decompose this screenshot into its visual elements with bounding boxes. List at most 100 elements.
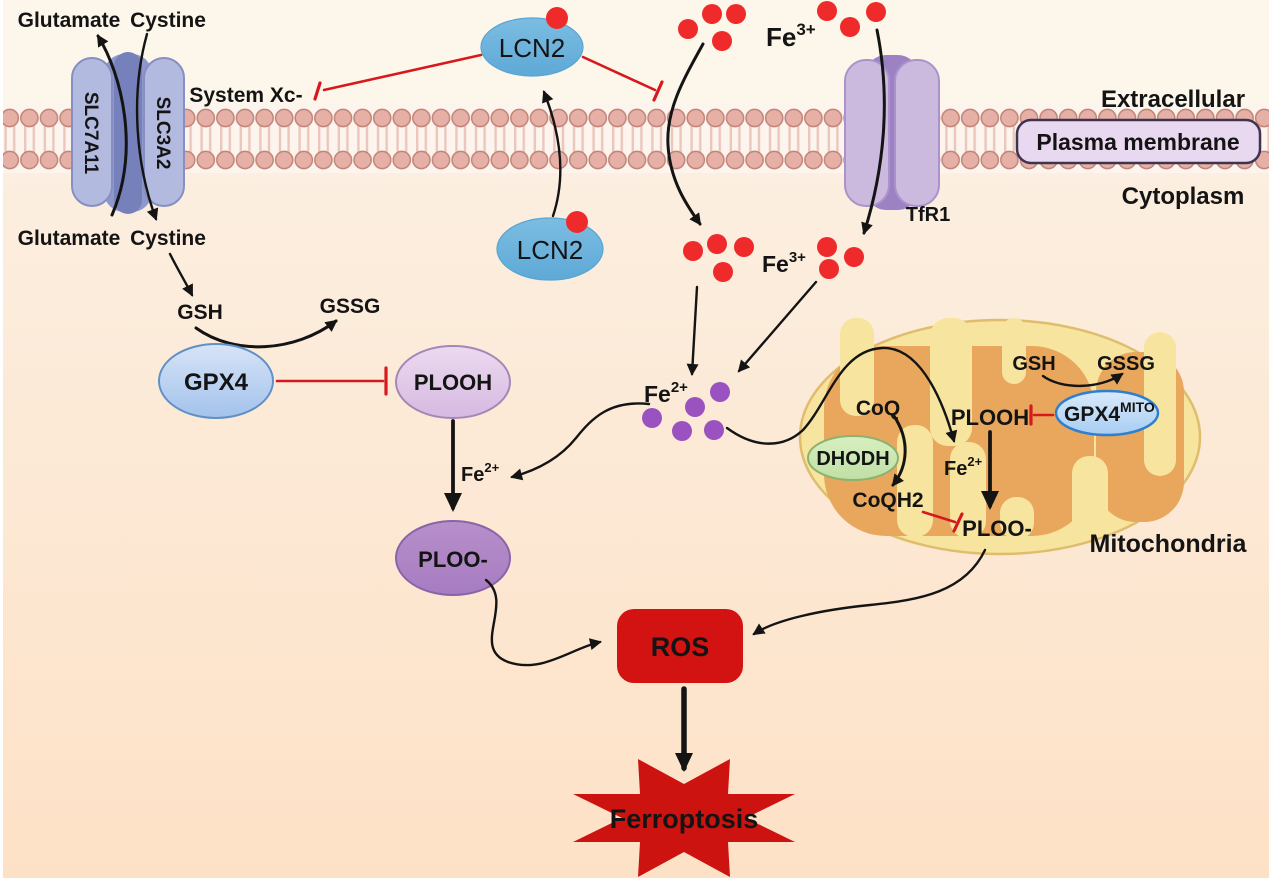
fe2-to-lipid-peroxidation-arrow (510, 402, 651, 481)
fe3-membrane-import-arrow (666, 42, 705, 226)
glutamate-export-arrow (96, 34, 128, 217)
fe3-dot (702, 4, 722, 24)
gssg-label: GSSG (320, 295, 381, 318)
gpx4-enzyme (158, 343, 274, 419)
fe2-to-mitochondria-arrow (725, 346, 958, 445)
fe3-dot (678, 19, 698, 39)
fe2-dot (710, 382, 730, 402)
plooh-node (395, 345, 511, 419)
lcn2-inhibitions (313, 53, 664, 102)
gpx4-mito-label: GPX4MITO (1064, 399, 1155, 426)
page-edge-bottom (0, 878, 1269, 886)
coqh2-inhibits-ploo-bar (952, 512, 964, 533)
dhodh-enzyme (807, 435, 899, 481)
mito-gsh-label: GSH (1012, 353, 1055, 375)
fe2-dots (642, 382, 730, 441)
fe3-dot (734, 237, 754, 257)
slc3a2-subunit (143, 57, 185, 207)
tfr1-import-arrow (861, 28, 886, 235)
gpx4-label: GPX4 (184, 369, 249, 396)
mito-gssg-label: GSSG (1097, 353, 1155, 375)
fe3-dot (726, 4, 746, 24)
ploo-node (395, 520, 511, 596)
mito-fe2-label: Fe2+ (944, 454, 983, 480)
crista-finger (950, 442, 986, 538)
lcn2-inhibits-iron-import-line (581, 55, 657, 92)
cystine-to-gsh-arrow (168, 252, 194, 297)
tfr1-label: TfR1 (906, 204, 950, 226)
lcn2-extracellular-label: LCN2 (499, 33, 565, 63)
fe3-dot (866, 2, 886, 22)
ferroptosis-star (573, 759, 795, 877)
plooh-label: PLOOH (414, 370, 492, 395)
fe2-catalyst-label: Fe2+ (461, 460, 500, 486)
lcn2-inhibits-system-xc-line (322, 53, 483, 92)
ploo-to-ros-arrow (484, 578, 602, 667)
ploo-label: PLOO- (418, 547, 488, 572)
mito-gsh-to-gssg-arrow (1041, 372, 1124, 388)
crista-finger (1072, 456, 1108, 538)
fe3-to-fe2-left-arrow (686, 285, 699, 376)
lcn2-secretion-arrow (542, 90, 562, 218)
plasma-membrane-badge: Plasma membrane (1015, 118, 1262, 165)
fe3-cytoplasm-dots (683, 234, 864, 282)
fe3-extracellular-label: Fe3+ (766, 20, 816, 52)
ferroptosis-label: Ferroptosis (610, 804, 759, 834)
page-edge-left (0, 0, 3, 886)
fe3-dot (707, 234, 727, 254)
coqh2-label: CoQH2 (852, 489, 923, 512)
lcn2-inhibits-system-xc-bar (313, 81, 322, 101)
crista-finger (1002, 318, 1026, 384)
lcn2-cytoplasm-label: LCN2 (517, 235, 583, 265)
slc3a2-label: SLC3A2 (152, 97, 173, 170)
lcn2-iron-dot (566, 211, 588, 233)
system-xc-transporter: SLC7A11 SLC3A2 (71, 52, 185, 214)
fe3-dot (819, 259, 839, 279)
system-xc-label: System Xc- (189, 84, 302, 107)
crista-finger (930, 318, 972, 446)
slc7a11-label: SLC7A11 (80, 92, 101, 175)
gpx4-inhibition (275, 366, 388, 396)
mito-plooh-label: PLOOH (951, 405, 1029, 430)
fe3-extracellular-dots (678, 1, 886, 51)
mito-ploo-label: PLOO- (962, 516, 1032, 541)
plasma-membrane-badge-box (1015, 118, 1262, 165)
crista-finger (897, 425, 933, 537)
fe3-dot (712, 31, 732, 51)
lcn2-cytoplasm-body (496, 217, 604, 281)
fe3-cytoplasm-label: Fe3+ (762, 249, 806, 277)
mitochondria-label: Mitochondria (1090, 530, 1248, 558)
mito-to-ros-arrow (752, 548, 987, 636)
fe2-dot (642, 408, 662, 428)
lcn2-iron-dot (546, 7, 568, 29)
cystine-cytoplasm-label: Cystine (130, 227, 206, 250)
slc7a11-subunit (71, 57, 113, 207)
fe3-dot (713, 262, 733, 282)
fe2-dot (685, 397, 705, 417)
lcn2-cytoplasm: LCN2 (496, 211, 604, 281)
gsh-to-gssg-arrow (194, 319, 338, 349)
mitochondria: DHODH CoQ CoQH2 PLOOH Fe2+ PLOO- GSH GSS… (798, 318, 1202, 556)
dhodh-label: DHODH (816, 448, 889, 470)
fe3-dot (817, 237, 837, 257)
cystine-uptake-arrow (135, 32, 159, 221)
ros-box (617, 609, 743, 683)
crista-finger (1144, 332, 1176, 476)
cystine-extracellular-label: Cystine (130, 9, 206, 32)
ros-label: ROS (651, 632, 710, 662)
mitochondria-cristae (840, 318, 1176, 539)
coq-label: CoQ (856, 397, 900, 420)
lcn2-extracellular: LCN2 (480, 7, 584, 77)
fe2-pool-label: Fe2+ (644, 379, 688, 407)
fe3-dot (817, 1, 837, 21)
fe3-dot (844, 247, 864, 267)
fe2-dot (672, 421, 692, 441)
crista-finger (840, 318, 874, 416)
extracellular-label: Extracellular (1101, 86, 1245, 113)
fe3-to-fe2-right-arrow (737, 280, 818, 373)
lcn2-extracellular-body (480, 17, 584, 77)
mito-inhibitions (921, 404, 1055, 533)
coq-to-coqh2-arrow (891, 414, 907, 487)
